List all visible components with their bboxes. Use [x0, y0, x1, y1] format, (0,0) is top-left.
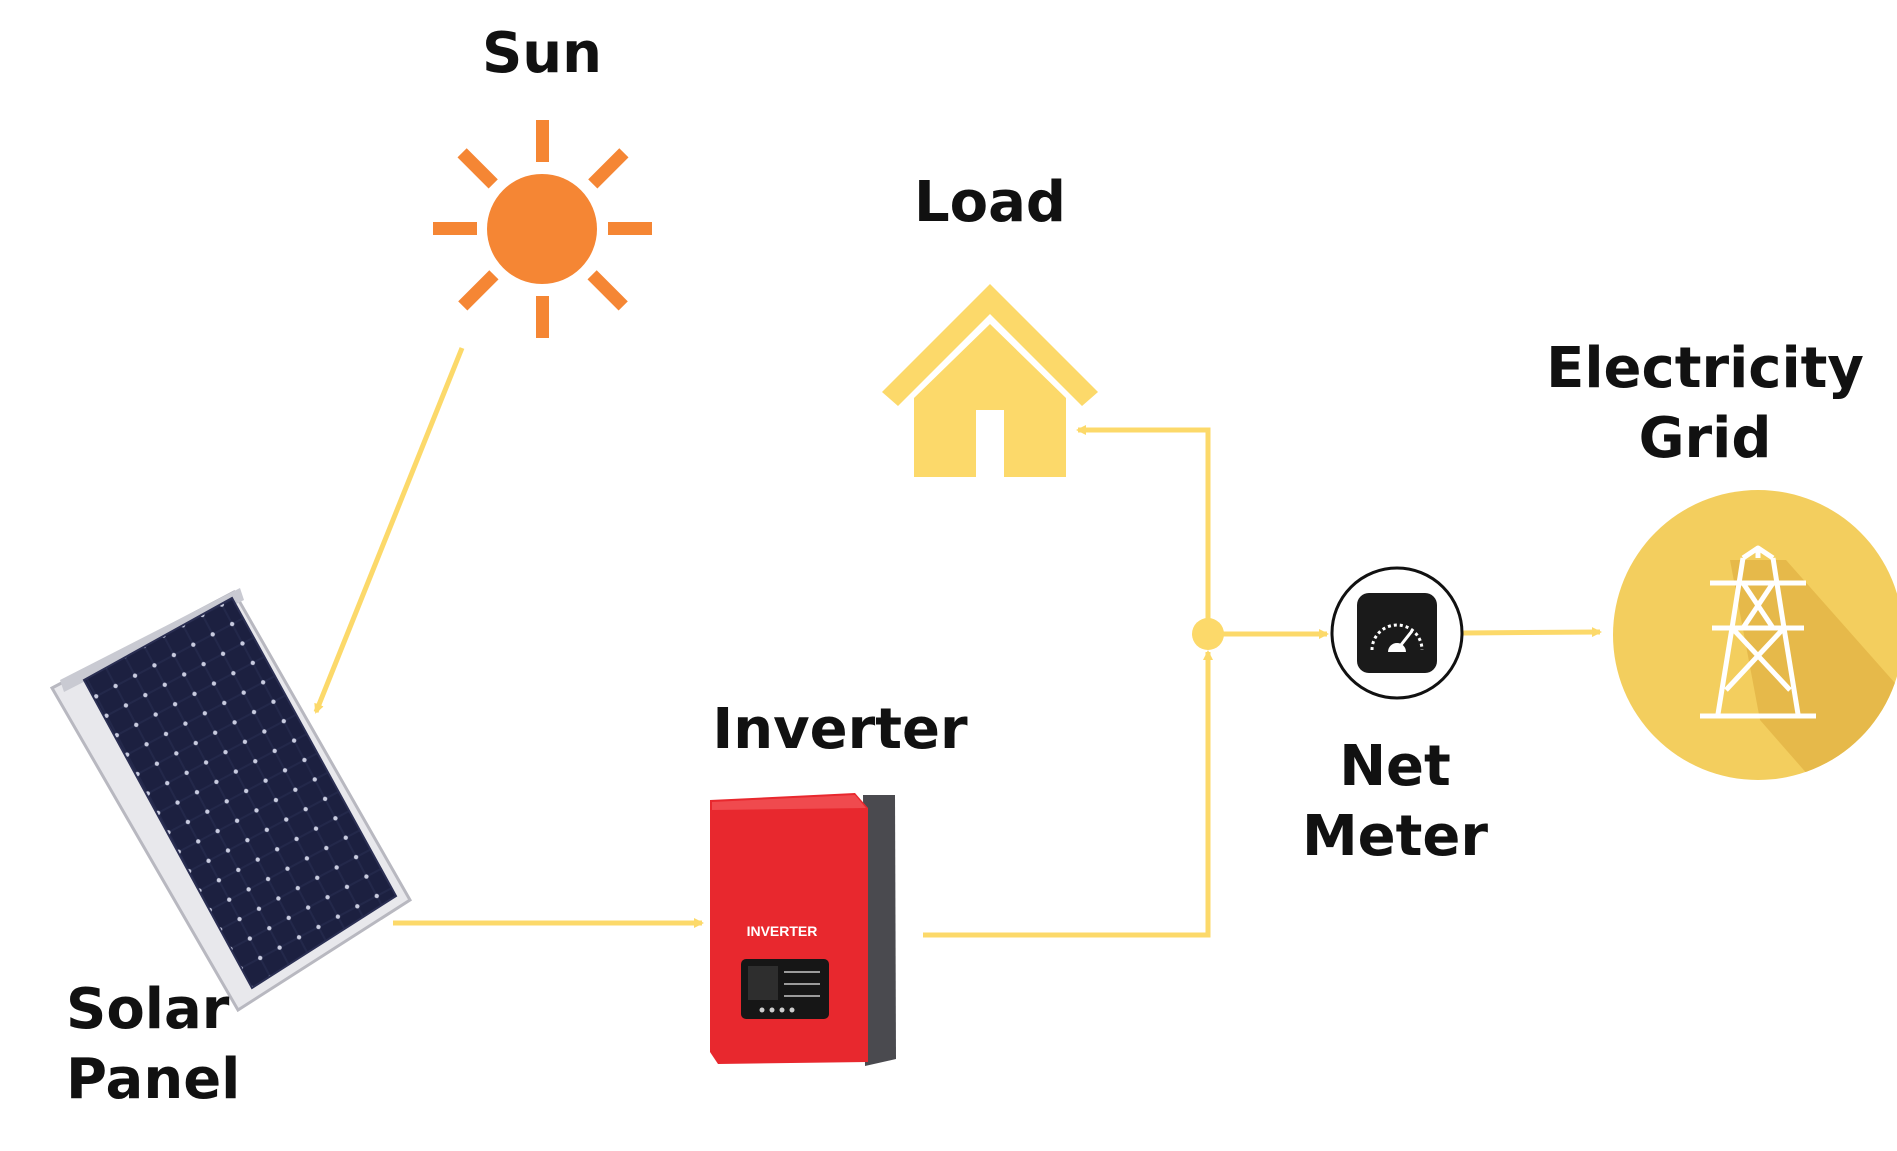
electricity-grid-icon — [1613, 490, 1897, 780]
net-meter-icon — [1330, 566, 1464, 700]
meter-to-grid-arrow — [1462, 627, 1602, 638]
sun-label: Sun — [481, 21, 603, 86]
solar-panel-label: Solar Panel — [66, 975, 240, 1115]
flow-lines — [313, 347, 1602, 938]
net-meter-label-line2: Meter — [1301, 804, 1489, 869]
solar-panel-label-line1: Solar — [66, 977, 230, 1042]
inverter-device: INVERTER — [710, 793, 896, 1066]
solar-panel — [49, 588, 413, 1013]
junction-to-load-arrow — [1076, 425, 1211, 630]
sun-icon — [433, 120, 652, 338]
net-meter-label-line1: Net — [1339, 734, 1451, 799]
grid-label-line1: Electricity — [1546, 336, 1864, 401]
sun-to-panel-arrow — [313, 347, 465, 714]
junction-node — [1192, 618, 1224, 650]
inverter-device-text: INVERTER — [747, 923, 818, 939]
solar-panel-label-line2: Panel — [66, 1047, 241, 1112]
net-meter-label: Net Meter — [1260, 732, 1530, 872]
gauge-icon — [1357, 593, 1437, 673]
house-icon — [882, 284, 1098, 477]
inverter-label: Inverter — [712, 697, 968, 762]
grid-label-line2: Grid — [1638, 406, 1772, 471]
load-label: Load — [913, 170, 1067, 235]
transmission-tower-icon — [1700, 545, 1816, 719]
inverter-to-junction-line — [923, 650, 1213, 938]
grid-label: Electricity Grid — [1530, 334, 1880, 474]
